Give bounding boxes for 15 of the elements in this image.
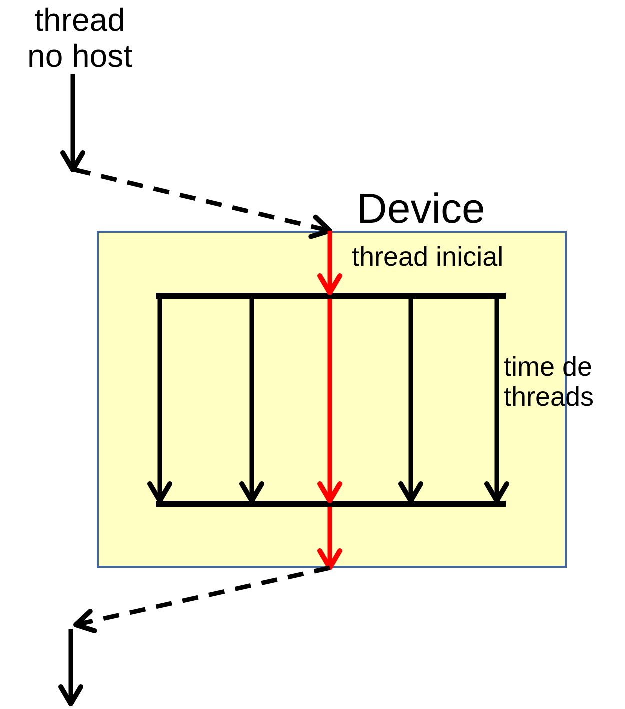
dashed-arrow	[74, 168, 332, 240]
arrow	[148, 299, 172, 504]
dashed-arrow	[74, 566, 330, 634]
fork-bar	[156, 293, 506, 299]
arrow	[240, 299, 264, 504]
device-title: Device	[357, 186, 486, 232]
arrow	[398, 299, 424, 504]
arrow	[318, 299, 342, 504]
join-bar	[156, 501, 506, 507]
edge-label: thread inicial	[352, 243, 504, 273]
arrow	[318, 507, 342, 570]
arrow	[484, 299, 510, 504]
arrow	[318, 231, 342, 296]
thread-label: thread no host	[24, 2, 136, 74]
arrow	[60, 74, 86, 172]
